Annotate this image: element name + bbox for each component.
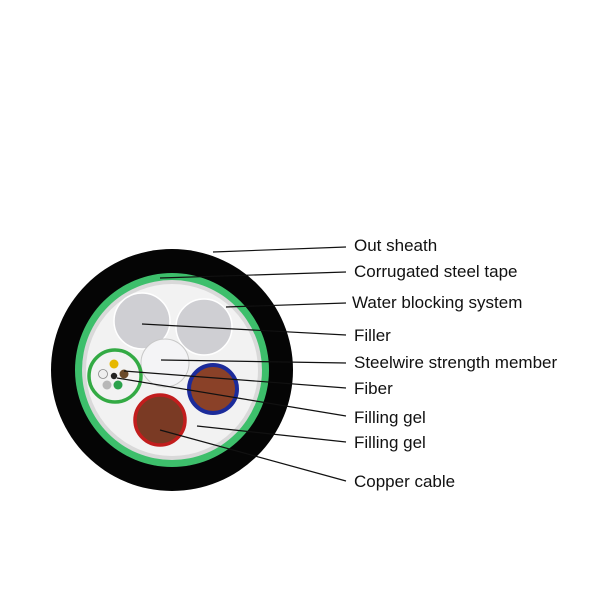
leader-steelwire-strength-member xyxy=(160,359,347,364)
leader-out-sheath xyxy=(212,246,347,253)
leader-filling-gel-2 xyxy=(196,425,347,443)
leader-water-blocking-system xyxy=(225,302,347,308)
leader-copper-cable xyxy=(159,429,347,482)
label-filling-gel-1: Filling gel xyxy=(354,408,426,427)
label-corrugated-steel-tape: Corrugated steel tape xyxy=(354,262,518,281)
label-out-sheath: Out sheath xyxy=(354,236,437,255)
copper-cable-red xyxy=(133,393,187,447)
filler-left xyxy=(113,292,171,350)
fiber-black xyxy=(110,372,118,380)
steelwire-strength-member xyxy=(140,338,190,388)
label-copper-cable: Copper cable xyxy=(354,472,455,491)
leader-filling-gel-1 xyxy=(116,377,347,417)
label-filling-gel-2: Filling gel xyxy=(354,433,426,452)
label-fiber: Fiber xyxy=(354,379,393,398)
label-filler: Filler xyxy=(354,326,391,345)
label-steelwire-strength-member: Steelwire strength member xyxy=(354,353,557,372)
fiber-white xyxy=(98,369,108,379)
fiber-gray xyxy=(102,380,112,390)
copper-cable-blue xyxy=(187,363,239,415)
leader-lines xyxy=(116,246,347,482)
fiber-yellow xyxy=(109,359,119,369)
leader-corrugated-steel-tape xyxy=(159,271,347,279)
leader-fiber xyxy=(123,370,347,389)
label-water-blocking-system: Water blocking system xyxy=(352,293,522,312)
fiber-green xyxy=(113,380,123,390)
leader-filler xyxy=(141,323,347,336)
